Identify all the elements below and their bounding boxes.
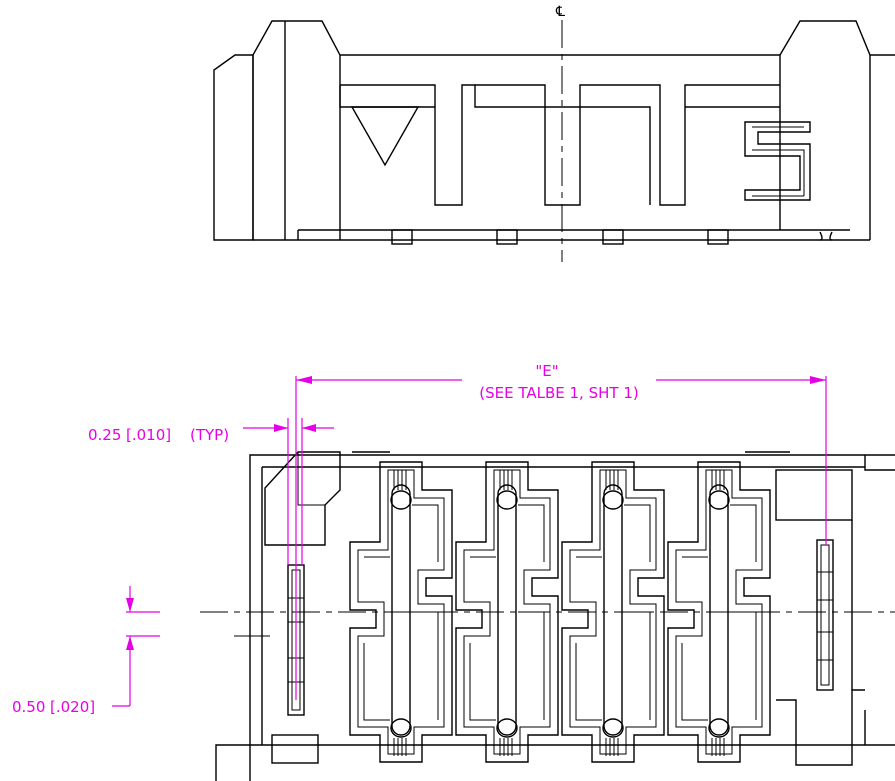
contact-pin-bottom [496, 718, 518, 738]
contact-cell-chamfer [363, 504, 439, 721]
contact-pin [603, 484, 623, 736]
top-view-window-2 [475, 84, 780, 206]
top-view-latch [819, 231, 833, 241]
triangle-marker-icon [350, 106, 420, 167]
offset-dim-bracket: [.020] [50, 698, 95, 716]
offset-dim-value: 0.50 [12, 698, 45, 716]
left-latch-block [264, 451, 341, 546]
pitch-arrow-left [296, 376, 312, 384]
contact-cell-inner [357, 469, 445, 755]
contact-cell [349, 461, 453, 763]
contact-cell-inner [569, 469, 657, 755]
plan-view-right-corner [864, 455, 895, 471]
plan-view-left-step [215, 744, 250, 781]
wall-arrow-right [302, 424, 316, 432]
right-latch-block [775, 469, 853, 521]
contact-cells [349, 461, 771, 763]
right-end-slot [816, 539, 834, 691]
top-view-pegs [391, 229, 729, 245]
contact-pin-bottom [708, 718, 730, 738]
contact-pin [497, 484, 517, 736]
plan-view-housing [249, 454, 895, 781]
contact-cell-chamfer [469, 504, 545, 721]
contact-cell [455, 461, 559, 763]
contact-pin-bottom [390, 718, 412, 738]
wall-dim-bracket: [.010] [126, 426, 171, 444]
offset-arrow-upper [126, 598, 134, 612]
contact-cell-outline [349, 461, 453, 763]
contact-pin-top [708, 490, 730, 510]
contact-cell-outline [561, 461, 665, 763]
contact-cell [667, 461, 771, 763]
top-view: ℄ [213, 4, 895, 262]
contact-cell-chamfer [575, 504, 651, 721]
pitch-arrow-right [810, 376, 826, 384]
contact-pin-bottom [602, 718, 624, 738]
plan-view [200, 451, 895, 781]
top-view-left-tower [252, 20, 341, 240]
contact-cell-inner [463, 469, 551, 755]
offset-arrow-lower [126, 636, 134, 650]
contact-pin [391, 484, 411, 736]
wall-dim-suffix: (TYP) [190, 426, 229, 444]
pitch-note: (SEE TALBE 1, SHT 1) [479, 384, 638, 402]
top-view-window-3 [580, 106, 780, 205]
left-foot-pad [271, 734, 319, 764]
contact-cell-outline [455, 461, 559, 763]
top-view-body-outline [213, 54, 254, 241]
contact-cell-chamfer [681, 504, 757, 721]
contact-pin-top [496, 490, 518, 510]
contact-cell [561, 461, 665, 763]
top-view-right-tower [779, 20, 895, 56]
pitch-label: "E" [535, 362, 558, 380]
contact-cell-inner [675, 469, 763, 755]
dimensions: "E" (SEE TALBE 1, SHT 1) 0.25 [.010] (TY… [12, 362, 827, 716]
wall-dim-value: 0.25 [88, 426, 121, 444]
contact-pin-top [390, 490, 412, 510]
contact-pin [709, 484, 729, 736]
wall-arrow-left [274, 424, 288, 432]
left-latch-inner [297, 452, 325, 506]
contact-pin-top [602, 490, 624, 510]
centerline-symbol: ℄ [555, 4, 565, 20]
right-foot-block [776, 689, 865, 766]
top-view-window-1 [339, 84, 580, 206]
contact-cell-outline [667, 461, 771, 763]
s-logo-icon [744, 121, 811, 201]
top-view-window-top [340, 84, 436, 107]
